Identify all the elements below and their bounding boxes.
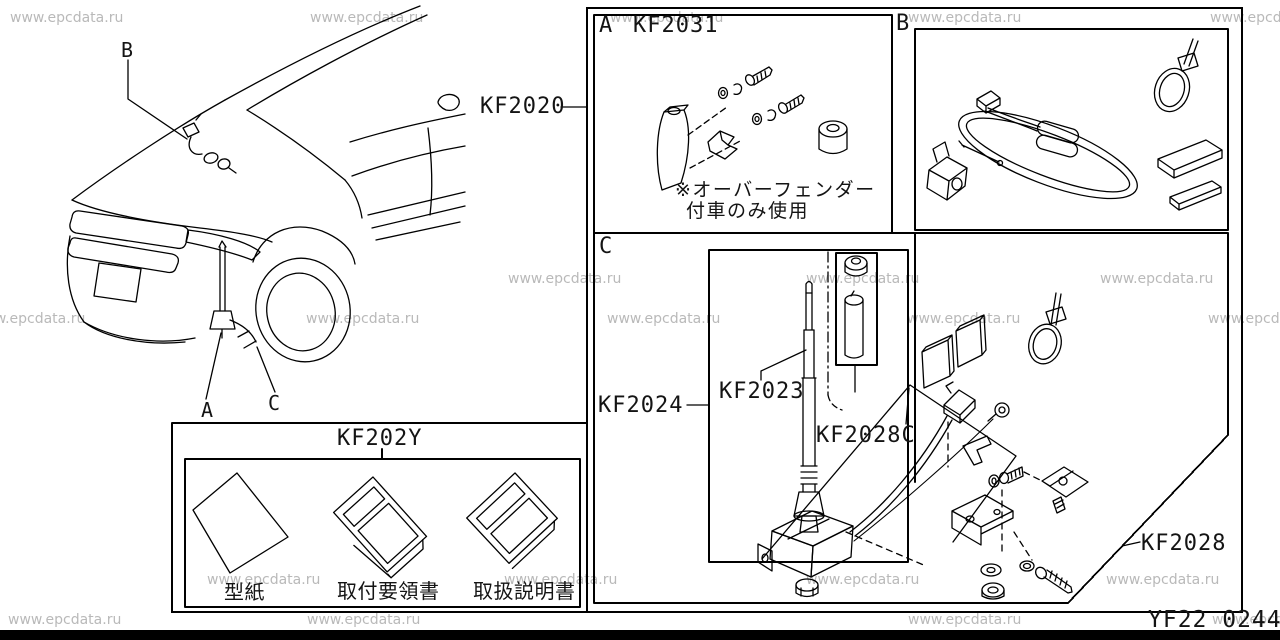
- watermark: www.epcdata.ru: [307, 612, 421, 628]
- watermark: www.epcdata.ru: [1208, 311, 1280, 327]
- page-code: YF22 0244: [1148, 607, 1280, 633]
- watermark: www.epcdata.ru: [0, 311, 86, 327]
- car-illustration: [66, 5, 466, 400]
- main-panel-frame: [585, 6, 1244, 614]
- section-a-parts: [656, 66, 848, 191]
- docs-box-frame: [171, 422, 588, 613]
- part-code-kf2028: KF2028: [1141, 531, 1227, 556]
- bottom-scan-bar: [0, 630, 1280, 640]
- section-c-parts: [757, 251, 1089, 600]
- part-code-kf2031: KF2031: [633, 13, 719, 38]
- watermark: www.epcdata.ru: [908, 612, 1022, 628]
- watermark: www.epcdata.ru: [806, 271, 920, 287]
- part-code-kf2024: KF2024: [598, 393, 684, 418]
- watermark: www.epcdata.ru: [1106, 572, 1220, 588]
- car-label-c: C: [268, 391, 282, 415]
- section-c-letter: C: [599, 234, 614, 259]
- car-label-b: B: [121, 38, 135, 62]
- car-leader-lines: [127, 59, 276, 400]
- watermark: www.epcdata.ru: [907, 311, 1021, 327]
- watermark: www.epcdata.ru: [1210, 10, 1280, 26]
- watermark: www.epcdata.ru: [610, 10, 724, 26]
- car-antenna: [209, 240, 257, 349]
- watermark: www.epcdata.ru: [8, 612, 122, 628]
- watermark: www.epcdata.ru: [607, 311, 721, 327]
- section-a-note-line1: ※オーバーフェンダー: [675, 179, 876, 201]
- doc-label-install-guide: 取付要領書: [337, 579, 440, 603]
- watermark: www.epcdata.ru: [504, 572, 618, 588]
- watermark: www.epcdata.ru: [207, 572, 321, 588]
- watermark: www.epcdata.ru: [1212, 612, 1280, 628]
- panel-leader-lines: [560, 106, 1141, 547]
- watermark: www.epcdata.ru: [310, 10, 424, 26]
- doc-illustrations: [192, 472, 558, 579]
- part-code-kf2028c: KF2028C: [816, 423, 916, 448]
- section-b-parts: [926, 38, 1223, 211]
- car-hood-cable: [182, 113, 237, 174]
- part-code-kf2023: KF2023: [719, 379, 805, 404]
- section-b-letter: B: [896, 11, 911, 36]
- watermark: www.epcdata.ru: [508, 271, 622, 287]
- doc-label-owners-manual: 取扱説明書: [473, 579, 576, 603]
- section-a-letter: A: [599, 13, 614, 38]
- watermark: www.epcdata.ru: [1100, 271, 1214, 287]
- watermark: www.epcdata.ru: [10, 10, 124, 26]
- watermark: www.epcdata.ru: [806, 572, 920, 588]
- part-code-kf2020: KF2020: [480, 94, 566, 119]
- car-label-a: A: [201, 398, 215, 422]
- part-code-kf202y: KF202Y: [337, 426, 423, 451]
- section-a-note-line2: 付車のみ使用: [686, 200, 810, 222]
- doc-label-template: 型紙: [224, 580, 265, 604]
- watermark: www.epcdata.ru: [908, 10, 1022, 26]
